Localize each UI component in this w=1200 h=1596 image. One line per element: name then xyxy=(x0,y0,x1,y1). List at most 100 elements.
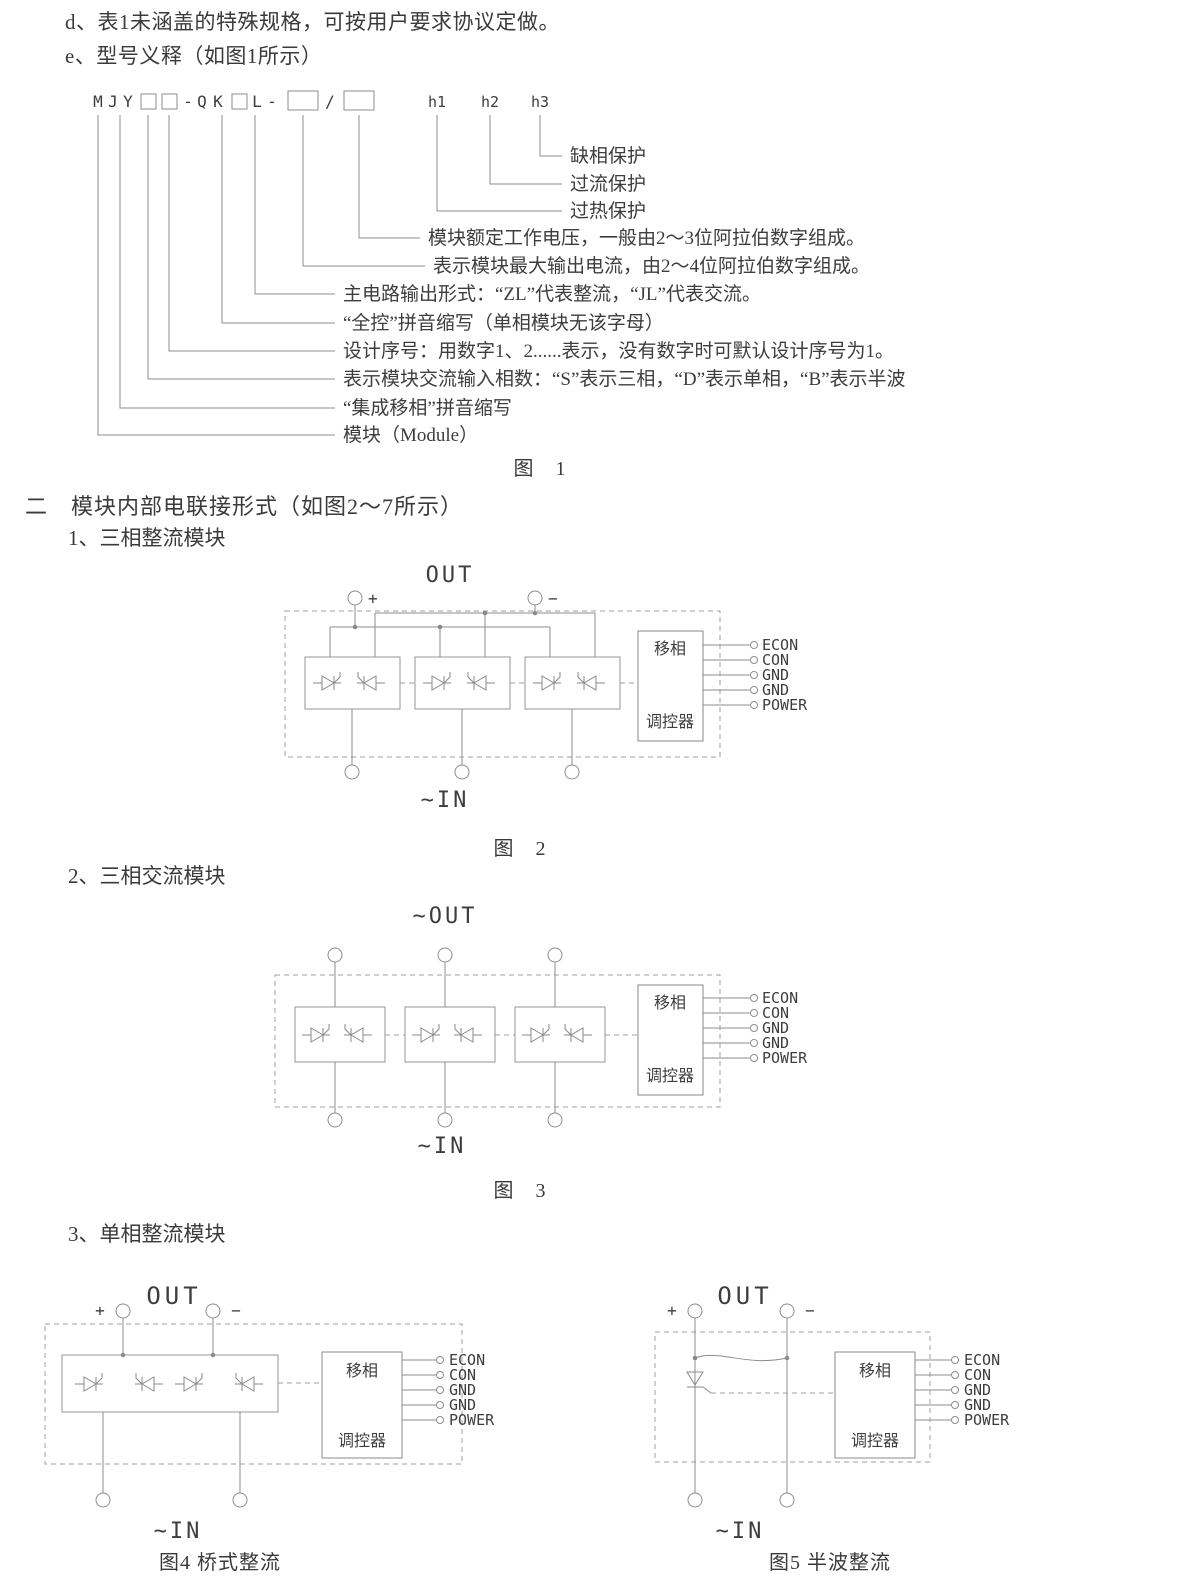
code-letter: L xyxy=(252,92,262,111)
terminal-minus xyxy=(527,590,543,606)
pin-label-gnd1: GND xyxy=(449,1381,476,1399)
pin-label-gnd2: GND xyxy=(964,1396,991,1414)
input-terminal xyxy=(344,764,360,780)
figure1-caption: 图 1 xyxy=(513,458,567,480)
in-label: ~IN xyxy=(716,1519,765,1544)
input-terminal xyxy=(437,1112,453,1128)
pin-label-con: CON xyxy=(449,1366,476,1384)
controller-label-top: 移相 xyxy=(346,1362,378,1380)
pin-label-gnd1: GND xyxy=(964,1381,991,1399)
terminal-plus xyxy=(687,1303,703,1319)
minus-sign: − xyxy=(231,1301,241,1320)
wiring xyxy=(102,1318,322,1493)
model-code-line: M J Y - Q K L - / h1 h2 h3 xyxy=(93,90,549,111)
model-explanation: “集成移相”拼音缩写 xyxy=(343,397,512,419)
wiring xyxy=(334,962,638,1113)
model-explanation: 过热保护 xyxy=(570,200,646,222)
plus-sign: + xyxy=(667,1301,677,1320)
in-label: ~IN xyxy=(154,1519,203,1544)
figure5-caption: 图5 半波整流 xyxy=(769,1552,891,1574)
minus-sign: − xyxy=(548,589,558,608)
input-terminal xyxy=(232,1492,248,1508)
model-explanation: “全控”拼音缩写（单相模块无该字母） xyxy=(343,312,664,334)
model-explanation: 缺相保护 xyxy=(570,145,646,167)
code-h1-label: h1 xyxy=(428,93,446,111)
figure4-caption: 图4 桥式整流 xyxy=(159,1552,281,1574)
sub-heading-1: 1、三相整流模块 xyxy=(68,526,226,550)
phase-controller-box xyxy=(321,1351,403,1459)
pin-label-econ: ECON xyxy=(964,1351,1000,1369)
out-label: OUT xyxy=(146,1282,201,1310)
code-letter: J xyxy=(108,92,118,111)
section-heading: 二 模块内部电联接形式（如图2～7所示） xyxy=(25,494,464,519)
code-letter: K xyxy=(213,92,223,111)
thyristor-cells xyxy=(61,1354,279,1413)
terminal-plus xyxy=(347,590,363,606)
paragraph-line-d: d、表1未涵盖的特殊规格，可按用户要求协议定做。 xyxy=(65,10,560,34)
input-terminal xyxy=(95,1492,111,1508)
model-explanation: 模块（Module） xyxy=(343,424,478,446)
model-explanation: 表示模块交流输入相数：“S”表示三相，“D”表示单相，“B”表示半波 xyxy=(343,368,906,390)
code-letter: Y xyxy=(123,92,133,111)
code-letter: Q xyxy=(197,92,207,111)
thyristor-cells xyxy=(294,1006,606,1063)
code-blank-box-wide xyxy=(287,90,319,111)
code-letter: - xyxy=(183,92,193,111)
pin-leads xyxy=(915,1356,959,1424)
pin-label-con: CON xyxy=(762,651,789,669)
thyristor-icon xyxy=(686,1371,712,1394)
connector-lines xyxy=(97,115,562,436)
pin-leads xyxy=(703,641,758,709)
pin-label-econ: ECON xyxy=(762,636,798,654)
code-h3-label: h3 xyxy=(531,93,549,111)
pin-label-gnd1: GND xyxy=(762,1019,789,1037)
in-label: ~IN xyxy=(418,1134,467,1159)
module-dashed-outline xyxy=(654,1331,931,1463)
phase-controller-box xyxy=(834,1351,916,1459)
controller-label-top: 移相 xyxy=(654,640,686,658)
model-explanation: 表示模块最大输出电流，由2～4位阿拉伯数字组成。 xyxy=(433,255,870,277)
fig5-half-wave-rectifier: OUT + − 移相 调控器 ECON CON GND GND POWER xyxy=(654,1282,1010,1544)
pin-label-econ: ECON xyxy=(762,989,798,1007)
code-h2-label: h2 xyxy=(481,93,499,111)
wiring xyxy=(692,1318,835,1493)
model-explanation: 主电路输出形式：“ZL”代表整流，“JL”代表交流。 xyxy=(343,283,761,305)
pin-label-power: POWER xyxy=(762,1049,808,1067)
pin-label-gnd2: GND xyxy=(762,681,789,699)
minus-sign: − xyxy=(805,1301,815,1320)
input-terminal xyxy=(454,764,470,780)
pin-label-power: POWER xyxy=(449,1411,495,1429)
model-explanation: 设计序号：用数字1、2......表示，没有数字时可默认设计序号为1。 xyxy=(343,340,894,362)
out-label: ~OUT xyxy=(413,904,478,929)
sub-heading-3: 3、单相整流模块 xyxy=(68,1222,226,1246)
fig4-bridge-rectifier: OUT + − 移相 调控器 ECON CON GND GND POWER xyxy=(44,1282,495,1544)
pin-label-con: CON xyxy=(762,1004,789,1022)
pin-label-con: CON xyxy=(964,1366,991,1384)
paragraph-line-e: e、型号义释（如图1所示） xyxy=(65,44,323,68)
input-terminal xyxy=(564,764,580,780)
plus-sign: + xyxy=(95,1301,105,1320)
pin-label-gnd2: GND xyxy=(449,1396,476,1414)
thyristor-cells xyxy=(304,656,621,710)
controller-label-bottom: 调控器 xyxy=(646,1067,694,1085)
fig3-three-phase-ac: ~OUT 移相 调控器 ECON CON GND GND xyxy=(274,904,808,1159)
input-terminal xyxy=(327,1112,343,1128)
plus-sign: + xyxy=(368,589,378,608)
output-terminal xyxy=(437,947,453,963)
module-dashed-outline xyxy=(44,1323,463,1465)
pin-leads xyxy=(703,994,758,1062)
terminal-minus xyxy=(779,1303,795,1319)
pin-leads xyxy=(402,1356,444,1424)
pin-label-gnd1: GND xyxy=(762,666,789,684)
out-label: OUT xyxy=(426,563,475,588)
in-label: ~IN xyxy=(421,788,470,813)
code-blank-box xyxy=(231,93,248,110)
code-letter: / xyxy=(325,92,335,111)
controller-label-top: 移相 xyxy=(859,1362,891,1380)
model-explanation: 模块额定工作电压，一般由2～3位阿拉伯数字组成。 xyxy=(428,227,865,249)
phase-controller-box xyxy=(637,630,704,742)
input-terminal xyxy=(779,1492,795,1508)
phase-controller-box xyxy=(637,984,704,1096)
sub-heading-2: 2、三相交流模块 xyxy=(68,864,226,888)
controller-label-bottom: 调控器 xyxy=(851,1432,899,1450)
